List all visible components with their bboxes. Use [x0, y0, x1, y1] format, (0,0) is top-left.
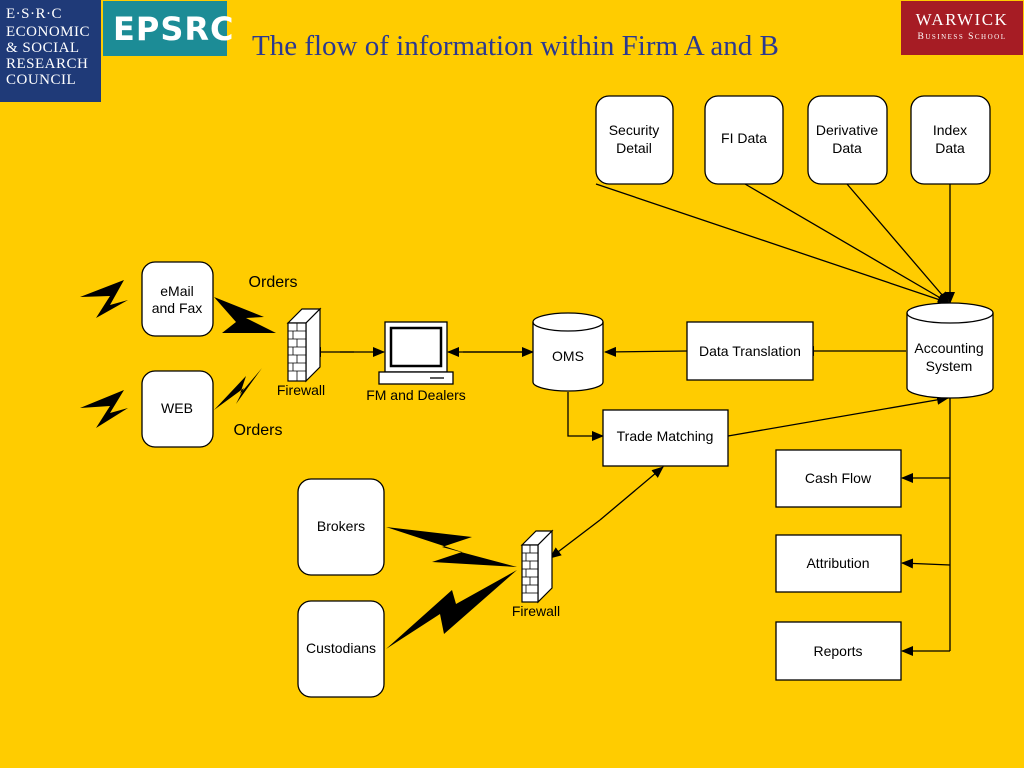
esrc-logo-line: COUNCIL	[6, 72, 77, 88]
accounting-system-label: System	[926, 358, 973, 374]
arrow-oms-to-matching	[567, 392, 604, 441]
slide-title: The flow of information within Firm A an…	[252, 30, 779, 62]
firewall-bottom-label: Firewall	[512, 603, 560, 619]
attribution-label: Attribution	[806, 555, 869, 571]
lightning-email-right-icon	[214, 297, 276, 333]
cash-flow-label: Cash Flow	[805, 470, 872, 486]
oms-database	[532, 312, 604, 392]
esrc-logo-line: E·S·R·C	[6, 6, 62, 22]
lightning-custodians-icon	[386, 570, 517, 649]
warwick-logo: WARWICK Business School	[901, 1, 1023, 55]
warwick-logo-text: WARWICK	[915, 10, 1009, 29]
derivative-data-label: Data	[832, 140, 862, 156]
lightning-brokers-icon	[386, 527, 517, 567]
esrc-logo-line: & SOCIAL	[6, 40, 80, 56]
data-source-boxes	[141, 95, 991, 698]
arrow-derivative-to-accounting	[846, 183, 950, 304]
lightning-web-right-icon	[214, 368, 262, 410]
esrc-logo-line: RESEARCH	[6, 56, 89, 72]
node-labels: Security Detail FI Data Derivative Data …	[152, 122, 984, 659]
epsrc-logo: EPSRC	[103, 1, 233, 56]
web-label: WEB	[161, 400, 193, 416]
esrc-logo-line: ECONOMIC	[6, 24, 91, 40]
firewall-top-label: Firewall	[277, 382, 325, 398]
process-boxes	[602, 321, 902, 681]
fi-data-label: FI Data	[721, 130, 767, 146]
accounting-system-label: Accounting	[914, 340, 983, 356]
oms-label: OMS	[552, 348, 584, 364]
trade-matching-label: Trade Matching	[617, 428, 714, 444]
orders-top-label: Orders	[249, 274, 298, 291]
cash-flow-box	[775, 449, 902, 508]
data-translation-label: Data Translation	[699, 343, 801, 359]
security-detail-label: Security	[609, 122, 660, 138]
lightning-email-left-icon	[80, 280, 128, 318]
computer-monitor-icon	[378, 321, 454, 385]
arrow-to-attribution	[901, 558, 951, 569]
epsrc-logo-text: EPSRC	[113, 10, 235, 48]
security-detail-box	[595, 95, 674, 185]
brokers-box	[297, 478, 385, 576]
brokers-label: Brokers	[317, 518, 365, 534]
security-detail-label: Detail	[616, 140, 652, 156]
reports-box	[775, 621, 902, 681]
business-school-text: Business School	[917, 32, 1007, 42]
fi-data-box	[704, 95, 784, 185]
custodians-label: Custodians	[306, 640, 376, 656]
data-translation-box	[686, 321, 814, 381]
accounting-system-database	[906, 302, 994, 399]
firewall-top-icon	[286, 307, 322, 383]
web-box	[141, 370, 214, 448]
arrow-matching-to-accounting	[727, 394, 949, 437]
firewall-bottom-icon	[520, 529, 554, 604]
arrow-matching-to-firewall	[549, 519, 601, 559]
fm-dealers-label: FM and Dealers	[366, 387, 466, 403]
reports-label: Reports	[813, 643, 862, 659]
index-data-box	[910, 95, 991, 185]
derivative-data-box	[807, 95, 888, 185]
orders-bottom-label: Orders	[234, 422, 283, 439]
email-fax-box	[141, 261, 214, 337]
arrow-fi-to-accounting	[744, 183, 950, 304]
attribution-box	[775, 534, 902, 593]
email-fax-label: and Fax	[152, 300, 203, 316]
lightning-bolts	[80, 280, 517, 649]
email-fax-label: eMail	[160, 283, 193, 299]
arrow-firewall-to-matching	[599, 466, 664, 521]
custodians-box	[297, 600, 385, 698]
trade-matching-box	[602, 409, 729, 467]
connectors	[309, 183, 955, 656]
esrc-logo: E·S·R·C ECONOMIC & SOCIAL RESEARCH COUNC…	[0, 0, 101, 102]
arrow-translation-to-oms	[604, 346, 688, 357]
index-data-label: Data	[935, 140, 965, 156]
index-data-label: Index	[933, 122, 967, 138]
derivative-data-label: Derivative	[816, 122, 878, 138]
arrow-security-to-accounting	[595, 183, 950, 305]
lightning-web-left-icon	[80, 390, 128, 428]
